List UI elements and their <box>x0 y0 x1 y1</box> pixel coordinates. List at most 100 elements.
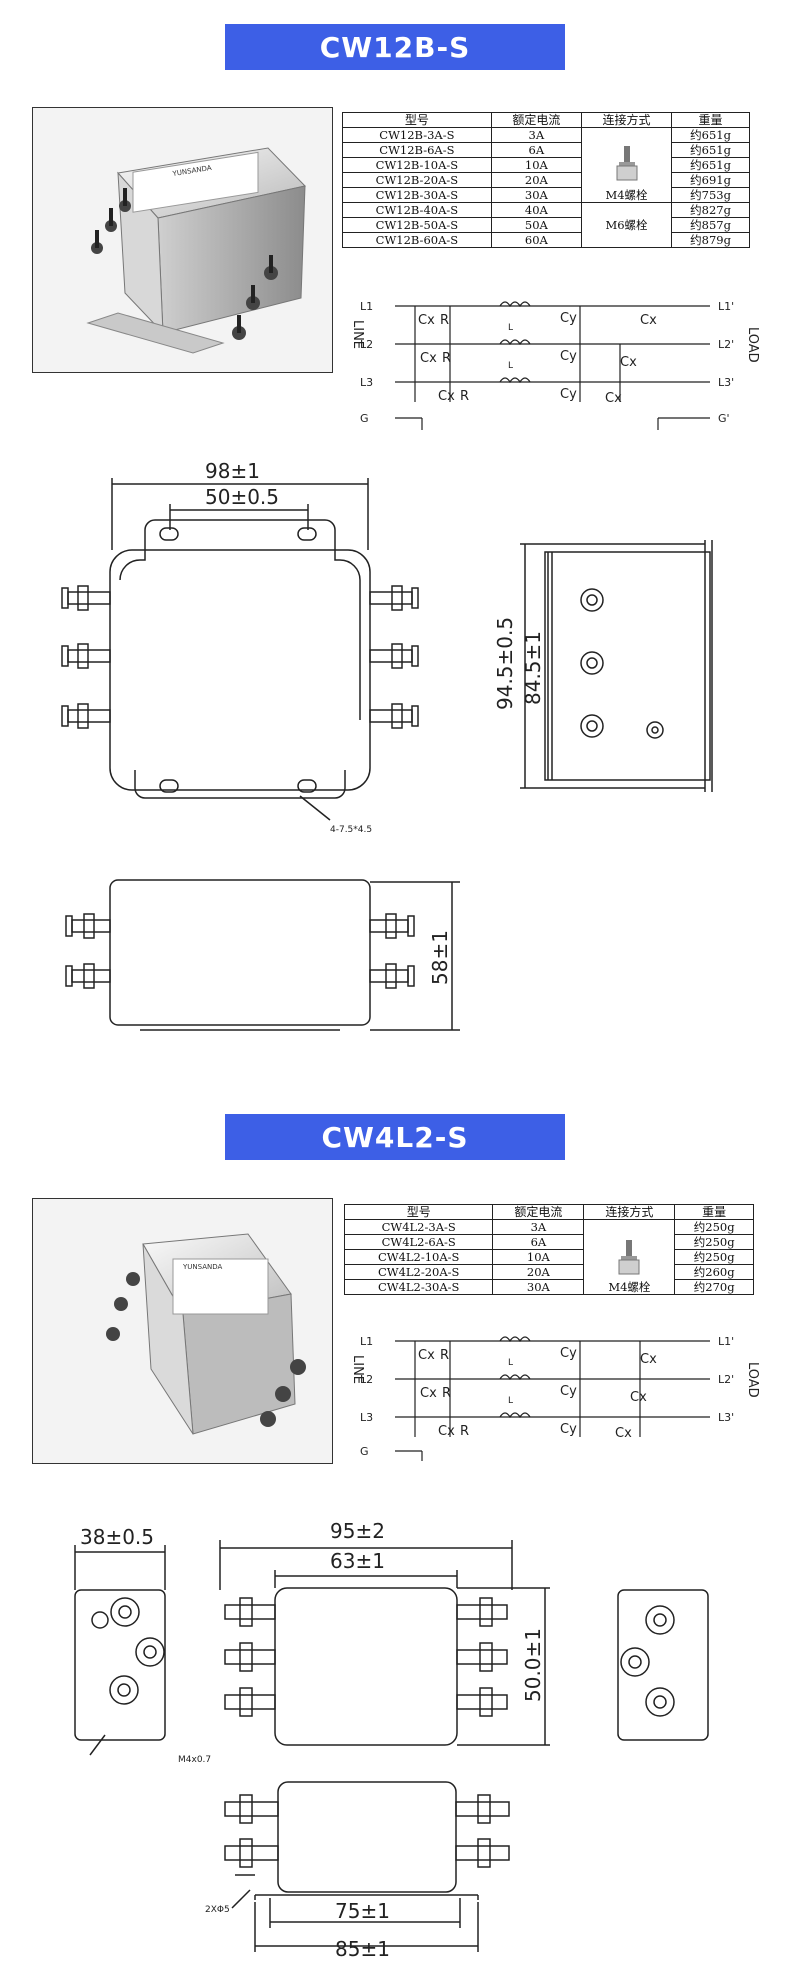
product-photo-cw4l2: YUNSANDA <box>32 1198 333 1464</box>
cell-current: 10A <box>492 1249 585 1265</box>
l-label: L <box>508 323 513 333</box>
col-header-weight: 重量 <box>674 1204 754 1220</box>
line-l1: L1 <box>360 300 373 313</box>
bolt-icon <box>616 146 637 181</box>
line-l3: L3 <box>360 1411 373 1424</box>
cell-model: CW12B-20A-S <box>342 172 492 188</box>
cell-current: 20A <box>490 172 582 188</box>
cell-weight: 约260g <box>674 1264 754 1280</box>
cell-model: CW4L2-3A-S <box>343 1219 494 1235</box>
ground-g: G <box>360 412 369 425</box>
dim-base-width: 85±1 <box>335 1937 390 1960</box>
cell-weight: 约250g <box>674 1249 754 1265</box>
cell-model: CW4L2-10A-S <box>343 1249 494 1265</box>
cell-connection-m4: M4螺栓 <box>583 1219 676 1295</box>
cx-label: Cx <box>418 1348 435 1363</box>
cell-weight: 约753g <box>671 187 750 203</box>
cy-label: Cy <box>560 311 577 326</box>
cy-label: Cy <box>560 349 577 364</box>
cx-label: Cx <box>438 389 455 404</box>
dim-body-width: 63±1 <box>330 1549 385 1573</box>
cell-model: CW12B-10A-S <box>342 157 492 173</box>
line-l2-out: L2' <box>718 338 734 351</box>
dim-hole-spacing: 50±0.5 <box>205 485 279 509</box>
cell-weight: 约857g <box>671 217 750 233</box>
cell-model: CW12B-3A-S <box>342 127 492 143</box>
l-label: L <box>508 361 513 371</box>
schematic-cw4l2: L1 L2 L3 G L1' L2' L3' Cx R Cx R Cx R Cy… <box>350 1335 760 1461</box>
line-l2: L2 <box>360 1373 373 1386</box>
dim-height: 50.0±1 <box>521 1628 545 1702</box>
r-label: R <box>460 389 469 404</box>
ground-g-out: G' <box>718 412 730 425</box>
line-side-label: LINE <box>350 1355 365 1384</box>
cx-label: Cx <box>420 1386 437 1401</box>
dimension-drawing-cw4l2: 38±0.5 95±2 63±1 M4x0.7 50.0±1 75±1 85±1… <box>74 1519 709 1960</box>
dim-total-width: 95±2 <box>330 1519 385 1543</box>
cx-label: Cx <box>615 1426 632 1441</box>
cell-weight: 约250g <box>674 1219 754 1235</box>
r-label: R <box>460 1424 469 1439</box>
cell-model: CW12B-30A-S <box>342 187 492 203</box>
col-header-connection: 连接方式 <box>580 112 673 128</box>
cell-weight: 约827g <box>671 202 750 218</box>
cell-model: CW4L2-30A-S <box>343 1279 494 1295</box>
line-l2-out: L2' <box>718 1373 734 1386</box>
cx-label: Cx <box>640 313 657 328</box>
line-l1: L1 <box>360 1335 373 1348</box>
col-header-current: 额定电流 <box>492 1204 585 1220</box>
line-l3-out: L3' <box>718 1411 734 1424</box>
r-label: R <box>442 1386 451 1401</box>
cell-model: CW12B-60A-S <box>342 232 492 248</box>
load-side-label: LOAD <box>745 1362 760 1398</box>
cy-label: Cy <box>560 1384 577 1399</box>
l-label: L <box>508 1358 513 1368</box>
dim-holes: 4-7.5*4.5 <box>330 825 372 835</box>
connection-label: M4螺栓 <box>605 188 648 202</box>
cx-label: Cx <box>420 351 437 366</box>
col-header-model: 型号 <box>343 1204 494 1220</box>
cell-model: CW4L2-20A-S <box>343 1264 494 1280</box>
cell-current: 3A <box>492 1219 585 1235</box>
load-side-label: LOAD <box>745 327 760 363</box>
cx-label: Cx <box>418 313 435 328</box>
cell-model: CW12B-40A-S <box>342 202 492 218</box>
dim-width: 98±1 <box>205 459 260 483</box>
line-l1-out: L1' <box>718 300 734 313</box>
cell-current: 6A <box>492 1234 585 1250</box>
cy-label: Cy <box>560 387 577 402</box>
dim-inner-height: 84.5±1 <box>521 631 545 705</box>
cell-weight: 约879g <box>671 232 750 248</box>
col-header-current: 额定电流 <box>490 112 582 128</box>
cell-current: 10A <box>490 157 582 173</box>
dim-depth: 58±1 <box>428 930 452 985</box>
cx-label: Cx <box>630 1390 647 1405</box>
cell-model: CW12B-50A-S <box>342 217 492 233</box>
cell-weight: 约270g <box>674 1279 754 1295</box>
cell-current: 40A <box>490 202 582 218</box>
connection-label: M4螺栓 <box>608 1280 651 1294</box>
cell-model: CW12B-6A-S <box>342 142 492 158</box>
cy-label: Cy <box>560 1422 577 1437</box>
cell-current: 20A <box>492 1264 585 1280</box>
photo-label-text: YUNSANDA <box>182 1263 223 1271</box>
cx-label: Cx <box>620 355 637 370</box>
dim-side-width: 38±0.5 <box>80 1525 154 1549</box>
cx-label: Cx <box>640 1352 657 1367</box>
cell-current: 30A <box>492 1279 585 1295</box>
cell-weight: 约250g <box>674 1234 754 1250</box>
cell-connection-m4: M4螺栓 <box>580 127 673 203</box>
line-l2: L2 <box>360 338 373 351</box>
dim-hole-spacing: 75±1 <box>335 1899 390 1923</box>
col-header-model: 型号 <box>342 112 492 128</box>
line-l1-out: L1' <box>718 1335 734 1348</box>
cx-label: Cx <box>605 391 622 406</box>
product-photo-cw12b: YUNSANDA <box>32 107 333 373</box>
